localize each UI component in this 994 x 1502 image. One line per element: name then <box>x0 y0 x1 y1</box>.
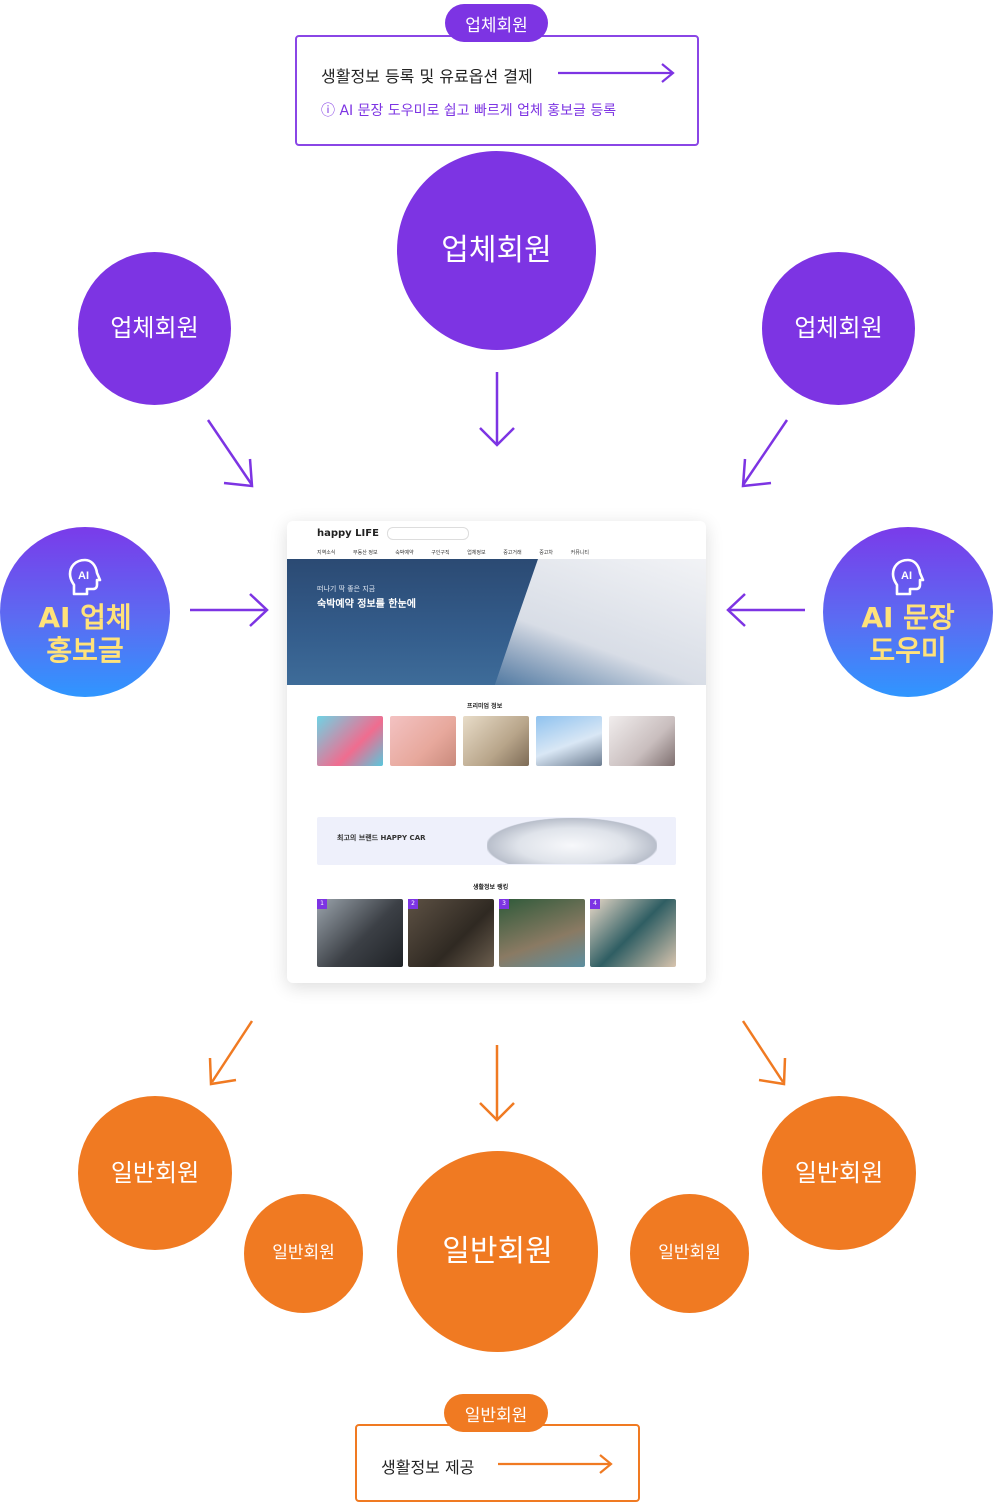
website-preview: happy LIFE 지역소식 부동산 정보 숙박예약 구인구직 업체정보 중고… <box>287 521 706 983</box>
rank-badge: 2 <box>408 899 418 909</box>
arrow-down-right-purple <box>741 419 789 488</box>
nav-item: 중고거래 <box>503 550 522 556</box>
ai-head-icon: AI <box>68 558 102 596</box>
premium-thumb <box>317 716 383 766</box>
premium-section-title: 프리미엄 정보 <box>467 703 503 710</box>
nav-item: 커뮤니티 <box>570 550 589 556</box>
arrow-down-right-orange <box>741 1020 787 1086</box>
process-arrow-purple <box>558 63 675 83</box>
nav-item: 중고차 <box>539 550 553 556</box>
nav-item: 부동산 정보 <box>353 550 378 556</box>
site-logo: happy LIFE <box>317 528 379 539</box>
ai-head-icon-label: AI <box>78 570 89 582</box>
ai-promo-title: AI 업체 홍보글 <box>38 600 132 667</box>
business-member-circle-center: 업체회원 <box>397 151 596 350</box>
ranking-thumb <box>499 899 585 967</box>
general-member-circle-small-left: 일반회원 <box>244 1194 363 1313</box>
info-icon: ⓘ <box>321 103 335 119</box>
nav-item: 숙박예약 <box>395 550 414 556</box>
general-member-circle-center: 일반회원 <box>397 1151 598 1352</box>
process-arrow-orange <box>498 1454 613 1474</box>
arrow-down-center-purple <box>479 372 515 447</box>
premium-thumb <box>463 716 529 766</box>
premium-thumb <box>390 716 456 766</box>
general-member-badge: 일반회원 <box>444 1394 548 1432</box>
hero-subtitle: 떠나기 딱 좋은 지금 <box>317 585 376 593</box>
ranking-section-title: 생활정보 랭킹 <box>473 884 509 891</box>
ranking-thumb <box>408 899 494 967</box>
general-member-circle-right: 일반회원 <box>762 1096 916 1250</box>
hero-building-image <box>494 559 706 685</box>
ai-writing-circle: AI AI 문장 도우미 <box>823 527 993 697</box>
general-member-circle-small-right: 일반회원 <box>630 1194 749 1313</box>
arrow-down-center-orange <box>479 1045 515 1122</box>
business-member-circle-right: 업체회원 <box>762 252 915 405</box>
premium-thumb <box>609 716 675 766</box>
hero-title: 숙박예약 정보를 한눈에 <box>317 599 416 610</box>
nav-item: 지역소식 <box>317 550 336 556</box>
ai-head-icon-label: AI <box>901 570 912 582</box>
ranking-thumb <box>317 899 403 967</box>
site-search-bar <box>387 527 469 540</box>
happy-car-banner-title: 최고의 브랜드 HAPPY CAR <box>337 834 426 842</box>
nav-item: 업체정보 <box>467 550 486 556</box>
rank-badge: 3 <box>499 899 509 909</box>
premium-thumb <box>536 716 602 766</box>
arrow-right-purple <box>190 593 269 627</box>
process-step-text: 생활정보 등록 및 유료옵션 결제 <box>321 67 533 86</box>
general-process-text: 생활정보 제공 <box>381 1458 475 1477</box>
ai-note: ⓘ AI 문장 도우미로 쉽고 빠르게 업체 홍보글 등록 <box>321 100 616 120</box>
ranking-thumb <box>590 899 676 967</box>
business-member-process-box <box>295 35 699 146</box>
arrow-down-left-purple <box>206 419 254 488</box>
arrow-left-purple <box>726 593 805 627</box>
arrow-down-left-orange <box>208 1020 254 1086</box>
ai-head-icon: AI <box>891 558 925 596</box>
ai-writing-title: AI 문장 도우미 <box>861 600 955 667</box>
hero-banner <box>287 559 706 685</box>
business-member-badge: 업체회원 <box>445 4 548 42</box>
business-member-circle-left: 업체회원 <box>78 252 231 405</box>
rank-badge: 4 <box>590 899 600 909</box>
ai-promo-circle: AI AI 업체 홍보글 <box>0 527 170 697</box>
nav-item: 구인구직 <box>431 550 450 556</box>
car-image <box>487 818 657 864</box>
ai-note-text: AI 문장 도우미로 쉽고 빠르게 업체 홍보글 등록 <box>339 103 617 119</box>
rank-badge: 1 <box>317 899 327 909</box>
general-member-circle-left: 일반회원 <box>78 1096 232 1250</box>
site-nav: 지역소식 부동산 정보 숙박예약 구인구직 업체정보 중고거래 중고차 커뮤니티 <box>317 549 589 556</box>
